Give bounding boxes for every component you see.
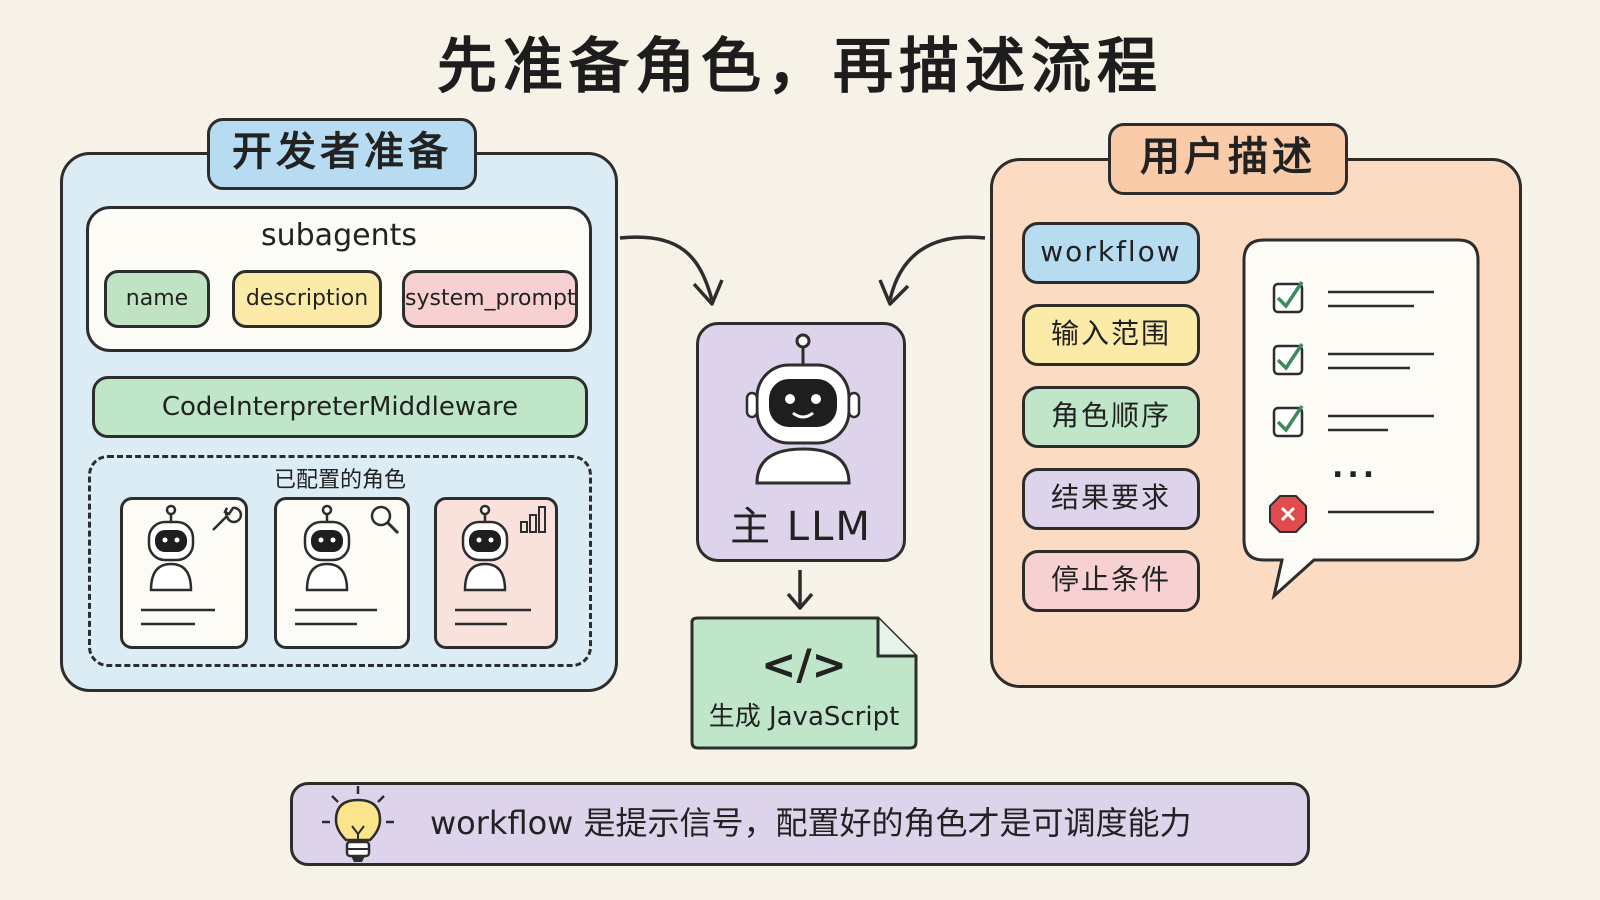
user-item-result-requirements: 结果要求 <box>1022 468 1200 530</box>
error-x-icon <box>1269 495 1307 533</box>
user-item-stop-conditions: 停止条件 <box>1022 550 1200 612</box>
middleware-bar: CodeInterpreterMiddleware <box>92 376 588 438</box>
tip-banner <box>290 782 1310 866</box>
checklist-ellipsis: ... <box>1332 450 1379 485</box>
arrow-user-to-llm <box>888 235 986 301</box>
checkbox-checked-icon <box>1272 343 1304 376</box>
user-item-input-scope: 输入范围 <box>1022 304 1200 366</box>
code-icon: </> <box>761 640 847 689</box>
subagents-title: subagents <box>261 218 417 253</box>
main-llm-label: 主 LLM <box>730 504 872 550</box>
tip-text: workflow 是提示信号，配置好的角色才是可调度能力 <box>430 804 1192 842</box>
field-name: name <box>104 270 210 328</box>
checklist-bubble <box>1242 238 1480 601</box>
user-item-role-order: 角色顺序 <box>1022 386 1200 448</box>
checkbox-checked-icon <box>1272 281 1304 314</box>
developer-panel-label: 开发者准备 <box>207 118 477 190</box>
magnifier-icon <box>370 505 400 535</box>
configured-roles-title: 已配置的角色 <box>273 468 406 493</box>
bar-chart-icon <box>520 506 546 533</box>
user-panel-label: 用户描述 <box>1108 123 1348 195</box>
robot-icon <box>745 333 861 485</box>
main-llm-box <box>696 322 906 562</box>
arrow-developer-to-llm <box>619 235 714 301</box>
wrench-icon <box>212 506 243 531</box>
robot-icon <box>455 504 531 626</box>
javascript-document <box>690 616 918 750</box>
robot-icon <box>141 504 215 626</box>
lightbulb-icon <box>322 786 394 862</box>
role-card-2 <box>274 497 410 649</box>
checkbox-checked-icon <box>1272 405 1304 438</box>
field-description: description <box>232 270 382 328</box>
role-card-1 <box>120 497 248 649</box>
role-card-3 <box>434 497 558 649</box>
field-system-prompt: system_prompt <box>402 270 578 328</box>
page-title: 先准备角色，再描述流程 <box>437 32 1163 102</box>
javascript-output-label: 生成 JavaScript <box>708 702 900 732</box>
user-item-workflow: workflow <box>1022 222 1200 284</box>
robot-icon <box>295 504 377 626</box>
configured-roles-group <box>88 455 592 667</box>
